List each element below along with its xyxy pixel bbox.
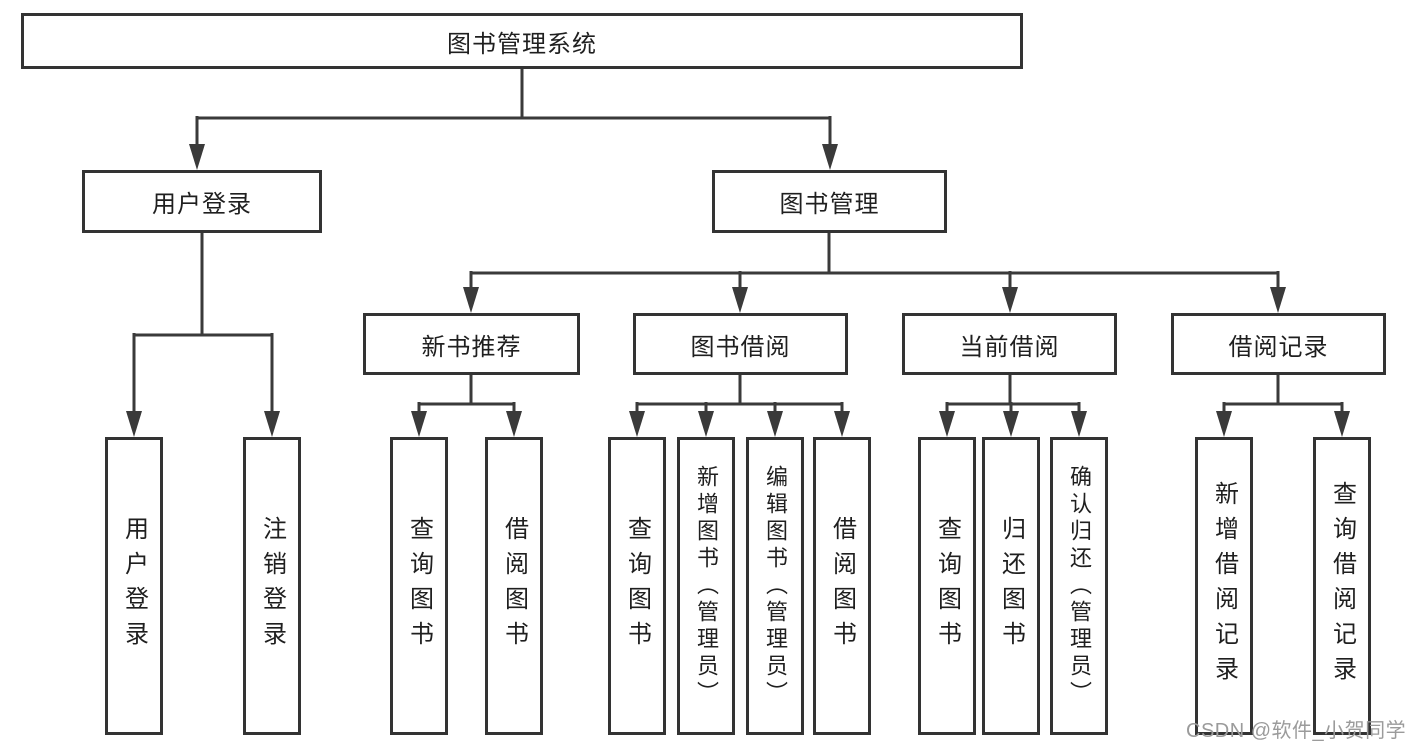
leaf-user-login: 用户登录 [105,437,163,735]
leaf-query-book-2: 查询图书 [608,437,666,735]
watermark: CSDN @软件_小贺同学 [1186,720,1405,742]
leaf-borrow-book-2: 借阅图书 [813,437,871,735]
node-book-management: 图书管理 [712,170,947,233]
leaf-query-book-1: 查询图书 [390,437,448,735]
leaf-add-borrow-record: 新增借阅记录 [1195,437,1253,735]
leaf-borrow-book-1: 借阅图书 [485,437,543,735]
leaf-edit-book-admin: 编辑图书（管理员） [746,437,804,735]
leaf-query-book-3: 查询图书 [918,437,976,735]
leaf-query-borrow-record: 查询借阅记录 [1313,437,1371,735]
node-root: 图书管理系统 [21,13,1023,69]
node-book-borrow: 图书借阅 [633,313,848,375]
leaf-add-book-admin: 新增图书（管理员） [677,437,735,735]
node-new-book-recommend: 新书推荐 [363,313,580,375]
node-current-borrow: 当前借阅 [902,313,1117,375]
leaf-confirm-return-admin: 确认归还（管理员） [1050,437,1108,735]
node-user-login: 用户登录 [82,170,322,233]
arrowheads [126,144,1350,437]
leaf-logout: 注销登录 [243,437,301,735]
node-borrow-record: 借阅记录 [1171,313,1386,375]
leaf-return-book: 归还图书 [982,437,1040,735]
